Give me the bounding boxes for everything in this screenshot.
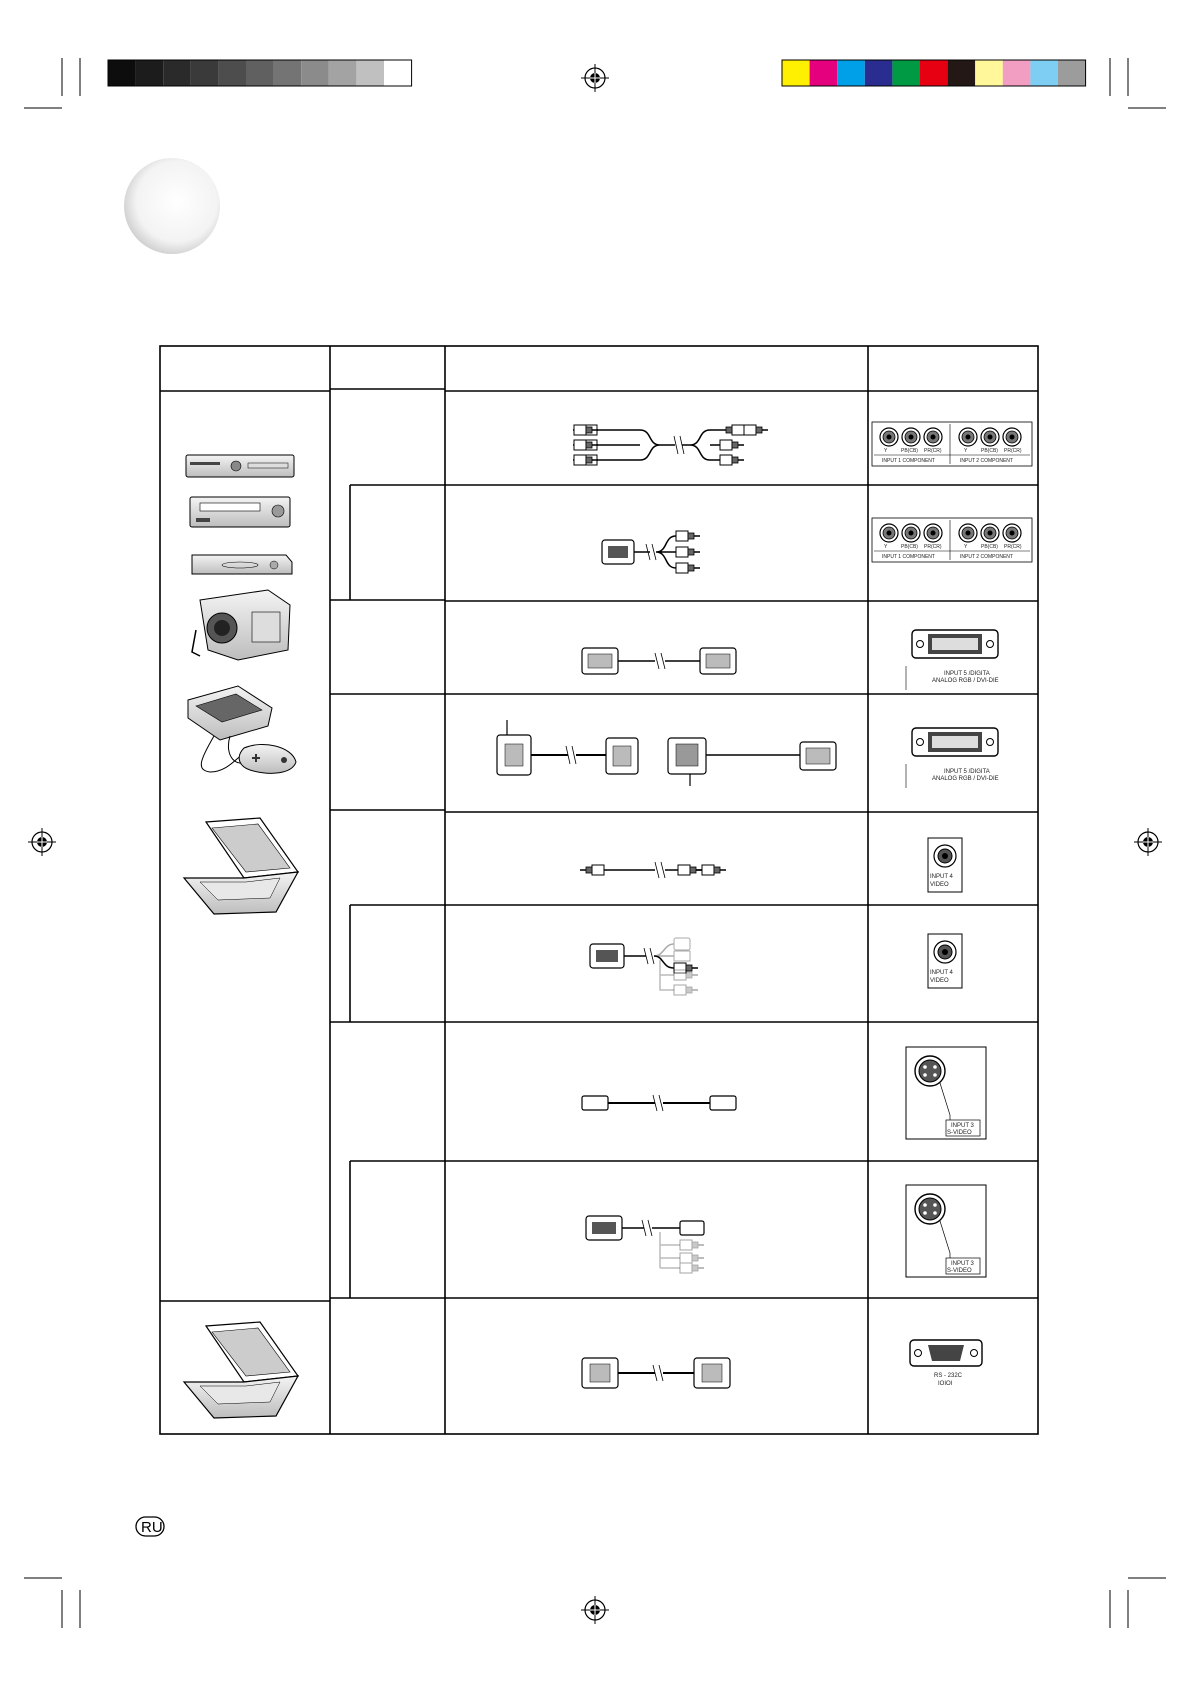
laptop-illustration-av [182, 817, 300, 915]
graybar-swatch [163, 60, 191, 86]
colorbar-swatch [782, 60, 810, 86]
dvi-terminal-2: INPUT 5 /DIGITA ANALOG RGB / DVI-DIE [905, 727, 999, 788]
graybar-swatch [246, 60, 274, 86]
input2-y-label: Y [964, 544, 968, 550]
input1-pb-label: PB(CB) [901, 544, 918, 550]
input2-component-caption: INPUT 2 COMPONENT [960, 554, 1013, 560]
section-circle-graphic [124, 158, 220, 254]
input2-pb-label: PB(CB) [981, 448, 998, 454]
crop-marks [24, 58, 1166, 1628]
video-label-line2: VIDEO [930, 978, 949, 984]
input1-component-caption: INPUT 1 COMPONENT [882, 554, 935, 560]
dvi-terminal-1: INPUT 5 /DIGITA ANALOG RGB / DVI-DIE [905, 629, 999, 690]
graybar-swatch [356, 60, 384, 86]
s-video-terminal-1: INPUT 3 S-VIDEO [905, 1046, 987, 1140]
language-badge-text: RU [141, 1519, 163, 1536]
dvi-label-line2: ANALOG RGB / DVI-DIE [932, 678, 999, 684]
colorbar-swatch [1002, 60, 1031, 86]
rs-232c-symbol: IOIOI [938, 1381, 953, 1387]
colorbar-swatch [809, 60, 838, 86]
color-bar [781, 59, 1087, 87]
input1-y-label: Y [884, 544, 888, 550]
registration-mark-right [1133, 827, 1163, 857]
input1-component-caption: INPUT 1 COMPONENT [882, 458, 935, 464]
component-jacks-panel-1: Y PB(CB) PR(CR) Y PB(CB) PR(CR) INPUT 1 … [871, 421, 1033, 467]
video-terminal-1: INPUT 4 VIDEO [927, 837, 963, 893]
colorbar-swatch [837, 60, 865, 86]
input1-y-label: Y [884, 448, 888, 454]
component-jacks-panel-2: Y PB(CB) PR(CR) Y PB(CB) PR(CR) INPUT 1 … [871, 517, 1033, 563]
colorbar-outline [781, 59, 1087, 87]
colorbar-swatch [947, 60, 976, 86]
vcr-illustration [189, 496, 291, 528]
s-video-terminal-2: INPUT 3 S-VIDEO [905, 1184, 987, 1278]
video-label-line2: VIDEO [930, 882, 949, 888]
video-cable-illustration [579, 861, 727, 879]
registration-mark-left [27, 827, 57, 857]
colorbar-swatch [920, 60, 948, 86]
laptop-illustration-rs232 [182, 1321, 300, 1419]
graybar-swatch [273, 60, 302, 86]
colorbar-swatch [1058, 60, 1086, 86]
dvd-player-illustration [185, 454, 295, 478]
game-console-illustration [187, 685, 297, 774]
s-video-label-line1: INPUT 3 [951, 1261, 975, 1267]
graybar-swatch [301, 60, 329, 86]
input2-pr-label: PR(CR) [1004, 544, 1022, 550]
colorbar-swatch [864, 60, 893, 86]
input2-pr-label: PR(CR) [1004, 448, 1022, 454]
camcorder-illustration [191, 589, 291, 661]
s-video-label-line1: INPUT 3 [951, 1123, 975, 1129]
set-top-box-illustration [191, 554, 293, 575]
registration-mark-top [580, 63, 610, 93]
dvi-cable-illustration [581, 647, 737, 675]
connection-table [159, 345, 1039, 1435]
graybar-swatch [108, 60, 136, 86]
rs-232c-cable-illustration [581, 1357, 731, 1389]
colorbar-swatch [975, 60, 1003, 86]
graybar-swatch [135, 60, 164, 86]
dvi-label-line2: ANALOG RGB / DVI-DIE [932, 776, 999, 782]
rs-232c-label: RS - 232C [934, 1373, 963, 1379]
input1-pr-label: PR(CR) [924, 448, 942, 454]
s-video-cable-illustration [581, 1094, 737, 1112]
input2-pb-label: PB(CB) [981, 544, 998, 550]
dvi-label-line1: INPUT 5 /DIGITA [944, 769, 990, 775]
grayscale-bar [107, 59, 413, 87]
video-label-line1: INPUT 4 [930, 970, 954, 976]
dvi-to-av-adapter-illustration [589, 937, 699, 996]
graybar-swatch [384, 60, 412, 86]
dvi-to-s-video-adapter-illustration [585, 1215, 705, 1274]
input2-component-caption: INPUT 2 COMPONENT [960, 458, 1013, 464]
video-label-line1: INPUT 4 [930, 874, 954, 880]
s-video-label-line2: S-VIDEO [947, 1268, 972, 1274]
graybar-swatch [218, 60, 246, 86]
input1-pr-label: PR(CR) [924, 544, 942, 550]
s-video-label-line2: S-VIDEO [947, 1130, 972, 1136]
input2-y-label: Y [964, 448, 968, 454]
dvi-label-line1: INPUT 5 /DIGITA [944, 671, 990, 677]
graybar-swatch [328, 60, 357, 86]
input1-pb-label: PB(CB) [901, 448, 918, 454]
language-badge: RU [135, 1516, 165, 1537]
rgb-cable-and-adapter-illustration [496, 720, 837, 786]
rs-232c-terminal: RS - 232C IOIOI [909, 1339, 983, 1387]
colorbar-swatch [1030, 60, 1058, 86]
colorbar-swatch [892, 60, 920, 86]
component-cable-illustration [572, 424, 769, 466]
video-terminal-2: INPUT 4 VIDEO [927, 933, 963, 989]
dvi-to-component-adapter-illustration [601, 530, 701, 574]
graybar-outline [107, 59, 413, 87]
registration-mark-bottom [580, 1595, 610, 1625]
graybar-swatch [190, 60, 219, 86]
